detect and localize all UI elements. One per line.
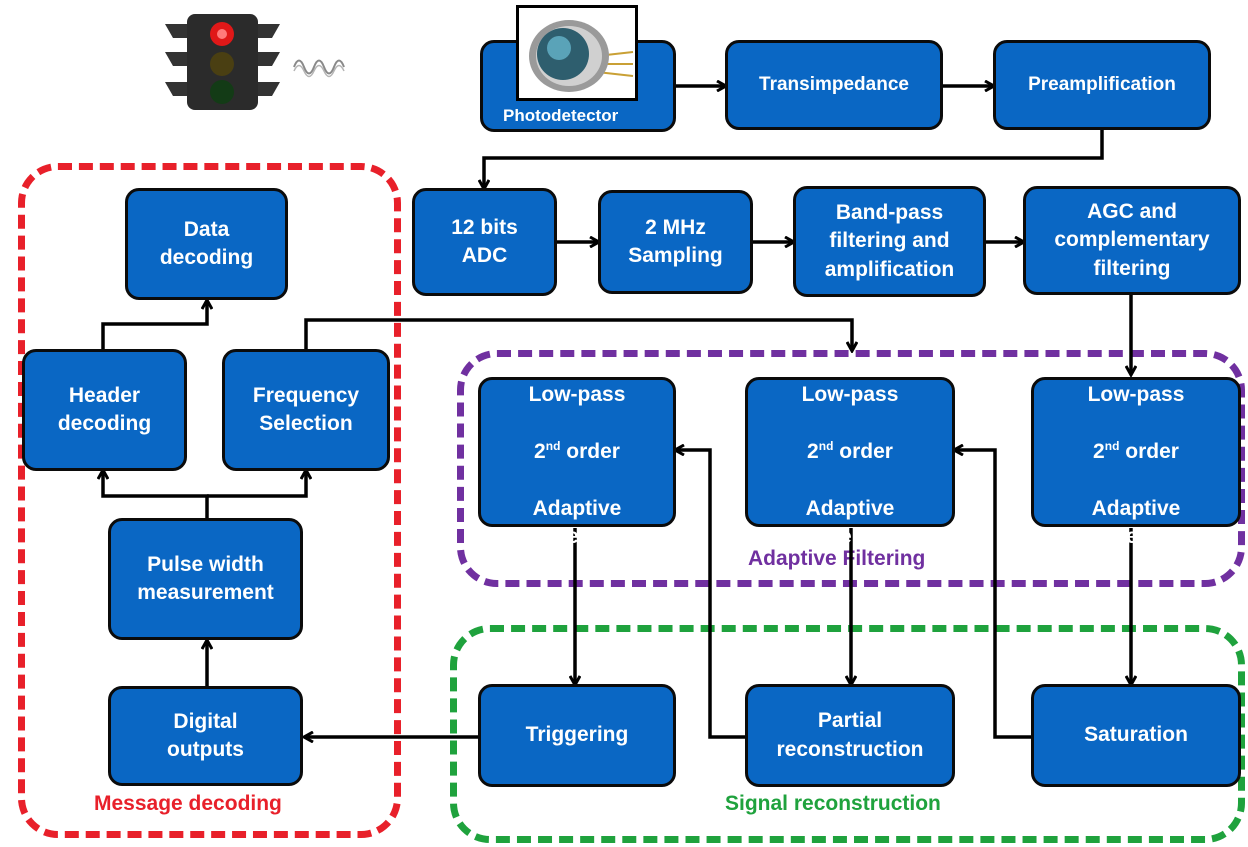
transimpedance-block: Transimpedance	[725, 40, 943, 130]
lowpass-filter-2-order: 2nd order	[807, 438, 893, 463]
signal-reconstruction-label: Signal reconstruction	[725, 792, 941, 815]
lowpass-filter-1-suffix: Adaptive Filtering	[532, 496, 622, 548]
bandpass-label: Band-pass filtering and amplification	[824, 200, 955, 281]
preamplification-block: Preamplification	[993, 40, 1211, 130]
agc-block: AGC and complementary filtering	[1023, 186, 1241, 295]
sampling-label: 2 MHz Sampling	[628, 215, 723, 267]
partial-reconstruction-block: Partial reconstruction	[745, 684, 955, 787]
saturation-block: Saturation	[1031, 684, 1241, 787]
arrow-frequency-adaptive	[304, 318, 852, 350]
arrow-saturation-lowpass2	[955, 450, 1031, 739]
frequency-selection-label: Frequency Selection	[252, 383, 360, 435]
frequency-selection-block: Frequency Selection	[222, 349, 390, 471]
arrow-partial-lowpass1	[676, 450, 745, 739]
header-decoding-block: Header decoding	[22, 349, 187, 471]
photodetector-label: Photodetector	[503, 106, 619, 125]
arrow-pulse-header	[103, 471, 209, 518]
digital-outputs-block: Digital outputs	[108, 686, 303, 786]
message-decoding-group	[18, 163, 401, 838]
triggering-label: Triggering	[525, 723, 629, 747]
pulse-width-block: Pulse width measurement	[108, 518, 303, 640]
lowpass-filter-1-prefix: Low-pass	[528, 383, 626, 407]
lowpass-filter-3-block: Low-pass 2nd order Adaptive Filtering	[1031, 377, 1241, 548]
arrow-preamp-adc	[484, 130, 1104, 188]
adc-label: 12 bits ADC	[451, 215, 518, 267]
arrow-header-data	[101, 301, 207, 349]
pulse-width-label: Pulse width measurement	[137, 552, 274, 604]
partial-reconstruction-label: Partial reconstruction	[776, 709, 924, 761]
lowpass-filter-3-order: 2nd order	[1093, 438, 1179, 463]
header-decoding-label: Header decoding	[57, 383, 152, 435]
agc-label: AGC and complementary filtering	[1054, 199, 1210, 280]
arrow-pulse-frequency	[207, 471, 306, 498]
bandpass-block: Band-pass filtering and amplification	[793, 186, 986, 297]
lowpass-filter-2-suffix: Adaptive Filtering	[805, 496, 895, 548]
signal-reconstruction-group	[450, 625, 1245, 843]
lowpass-filter-3-prefix: Low-pass	[1087, 383, 1185, 407]
message-decoding-label: Message decoding	[94, 792, 282, 815]
digital-outputs-label: Digital outputs	[167, 709, 244, 761]
light-wave-icon	[293, 59, 345, 78]
lowpass-filter-2-block: Low-pass 2nd order Adaptive Filtering	[745, 377, 955, 548]
lowpass-filter-2-prefix: Low-pass	[801, 383, 899, 407]
adc-block: 12 bits ADC	[412, 188, 557, 296]
sampling-block: 2 MHz Sampling	[598, 190, 753, 294]
saturation-label: Saturation	[1084, 723, 1188, 747]
lowpass-filter-1-block: Low-pass 2nd order Adaptive Filtering	[478, 377, 676, 548]
data-decoding-block: Data decoding	[125, 188, 288, 300]
lowpass-filter-1-order: 2nd order	[534, 438, 620, 463]
photodiode-icon	[516, 5, 638, 101]
data-decoding-label: Data decoding	[159, 217, 254, 269]
triggering-block: Triggering	[478, 684, 676, 787]
lowpass-filter-3-suffix: Adaptive Filtering	[1091, 496, 1181, 548]
adaptive-filtering-label: Adaptive Filtering	[748, 547, 926, 570]
preamplification-label: Preamplification	[1028, 74, 1176, 96]
traffic-light-icon	[165, 14, 280, 110]
transimpedance-label: Transimpedance	[759, 74, 909, 96]
